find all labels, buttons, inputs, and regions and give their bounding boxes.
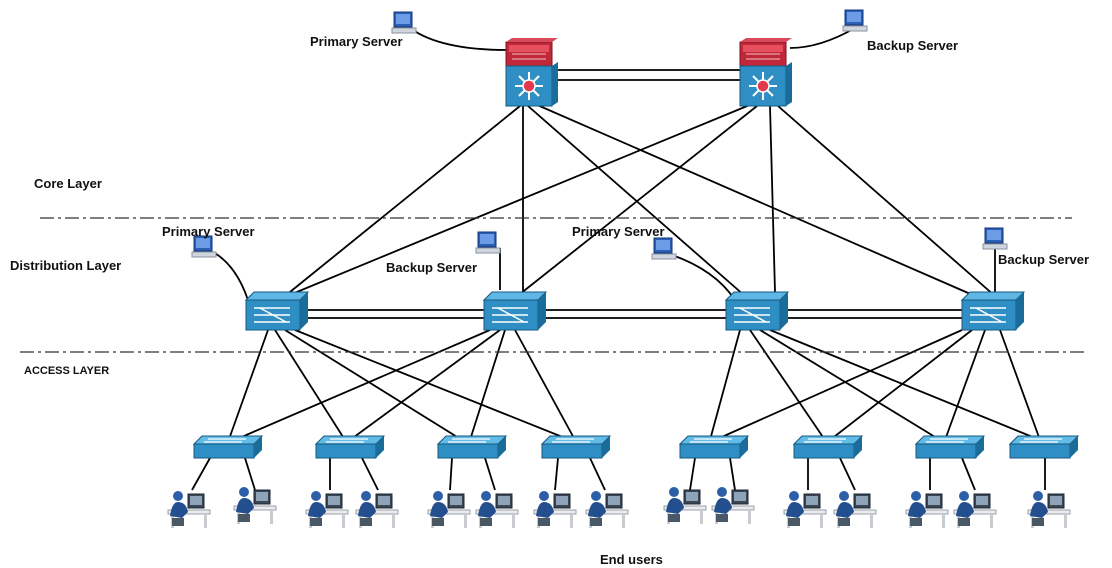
end-users-group [167, 486, 1071, 529]
core-backup-server-icon[interactable] [842, 9, 868, 32]
end-user-icon[interactable] [663, 486, 707, 525]
access-switch-2[interactable] [315, 435, 385, 459]
distribution-switch-3[interactable] [725, 291, 789, 331]
end-user-icon[interactable] [167, 490, 211, 529]
dist-backup-server-1-label: Backup Server [386, 260, 477, 275]
distribution-layer-label: Distribution Layer [10, 258, 121, 273]
end-users-label: End users [600, 552, 663, 567]
access-switch-7[interactable] [915, 435, 985, 459]
dist-primary-server-2-icon[interactable] [651, 237, 677, 260]
end-user-icon[interactable] [953, 490, 997, 529]
access-layer-label: ACCESS LAYER [24, 365, 109, 377]
dist-backup-server-1-icon[interactable] [475, 231, 501, 254]
end-user-icon[interactable] [1027, 490, 1071, 529]
core-primary-server-label: Primary Server [310, 34, 403, 49]
dist-primary-server-2-label: Primary Server [572, 224, 665, 239]
core-layer-label: Core Layer [34, 176, 102, 191]
distribution-switch-2[interactable] [483, 291, 547, 331]
end-user-icon[interactable] [475, 490, 519, 529]
core-switch-left[interactable] [505, 37, 559, 107]
network-links [191, 27, 1046, 491]
end-user-icon[interactable] [905, 490, 949, 529]
core-backup-server-label: Backup Server [867, 38, 958, 53]
end-user-icon[interactable] [233, 486, 277, 525]
end-user-icon[interactable] [355, 490, 399, 529]
end-user-icon[interactable] [783, 490, 827, 529]
core-switch-right[interactable] [739, 37, 793, 107]
end-user-icon[interactable] [305, 490, 349, 529]
dist-primary-server-1-label: Primary Server [162, 224, 255, 239]
access-switch-4[interactable] [541, 435, 611, 459]
end-user-icon[interactable] [833, 490, 877, 529]
dist-primary-server-1-icon[interactable] [191, 235, 217, 258]
access-switch-3[interactable] [437, 435, 507, 459]
end-user-icon[interactable] [427, 490, 471, 529]
end-user-icon[interactable] [711, 486, 755, 525]
end-user-icon[interactable] [533, 490, 577, 529]
end-user-icon[interactable] [585, 490, 629, 529]
access-switch-6[interactable] [793, 435, 863, 459]
access-switch-8[interactable] [1009, 435, 1079, 459]
access-switch-1[interactable] [193, 435, 263, 459]
core-primary-server-icon[interactable] [391, 11, 417, 34]
dist-backup-server-2-icon[interactable] [982, 227, 1008, 250]
dist-backup-server-2-label: Backup Server [998, 252, 1089, 267]
distribution-switch-1[interactable] [245, 291, 309, 331]
distribution-switch-4[interactable] [961, 291, 1025, 331]
access-switch-5[interactable] [679, 435, 749, 459]
layer-dividers [20, 217, 1085, 353]
